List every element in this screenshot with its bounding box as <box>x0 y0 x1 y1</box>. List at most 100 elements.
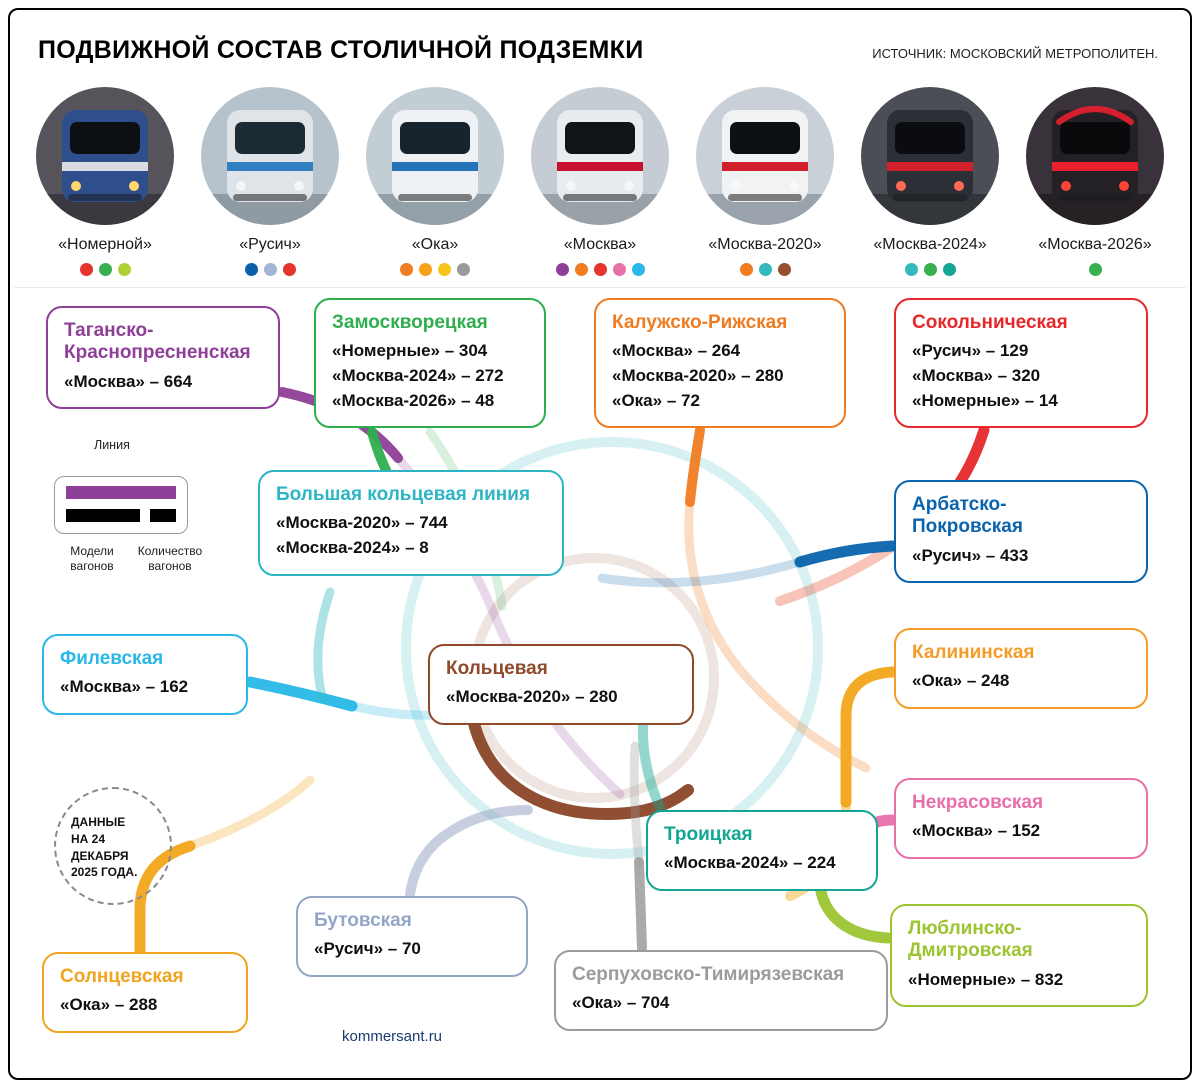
fleet-entry: «Русич» – 433 <box>912 545 1029 565</box>
line-dots <box>855 263 1005 276</box>
line-dots <box>360 263 510 276</box>
line-card-stl: Серпуховско-Тимирязевская «Ока» – 704 <box>554 950 888 1032</box>
fleet-entry: «Ока» – 72 <box>612 390 700 410</box>
line-dot <box>438 263 451 276</box>
line-card-tkl: Таганско- Краснопресненская «Москва» – 66… <box>46 306 280 410</box>
line-card-kol: Кольцевая«Москва-2020» – 280 <box>428 644 694 726</box>
train-label: «Москва-2024» <box>873 236 987 253</box>
train-4: «Москва» <box>525 86 675 276</box>
fleet-entry: «Москва-2026» – 48 <box>332 390 495 410</box>
legend-count-caption: Количество вагонов <box>137 544 203 573</box>
train-1: «Номерной» <box>30 86 180 276</box>
line-name: Серпуховско-Тимирязевская <box>572 964 845 985</box>
fleet-entry: «Номерные» – 14 <box>912 390 1058 410</box>
line-card-tro: Троицкая«Москва-2024» – 224 <box>646 810 878 892</box>
line-dot <box>574 263 588 276</box>
line-dot <box>98 263 112 276</box>
line-dot <box>263 263 277 276</box>
line-dots <box>195 263 345 276</box>
line-card-kal: Калининская «Ока» – 248 <box>894 628 1148 710</box>
line-dots <box>1020 263 1170 276</box>
line-dots <box>690 263 840 276</box>
legend-line-label: Линия <box>94 438 130 452</box>
line-name: Большая кольцевая линия <box>276 484 531 505</box>
fleet-entry: «Москва-2024» – 272 <box>332 366 504 386</box>
train-photo <box>1025 86 1165 226</box>
fleet-entry: «Русич» – 129 <box>912 341 1029 361</box>
line-dot <box>555 263 569 276</box>
site-link: kommersant.ru <box>342 1028 443 1045</box>
line-card-but: Бутовская «Русич» – 70 <box>296 896 528 978</box>
fleet-entry: «Москва-2024» – 224 <box>664 853 836 873</box>
train-row: «Номерной» «Русич» «Ока» «Москва» «Москва-20… <box>30 86 1170 276</box>
train-3: «Ока» <box>360 86 510 276</box>
line-name: Солнцевская <box>60 966 184 987</box>
line-card-apl: Арбатско- Покровская «Русич» – 433 <box>894 480 1148 584</box>
legend-line-bar <box>66 486 176 499</box>
line-name: Кольцевая <box>446 658 548 679</box>
line-dot <box>79 263 93 276</box>
line-dot <box>612 263 626 276</box>
line-dot <box>904 263 918 276</box>
line-card-nek: Некрасовская «Москва» – 152 <box>894 778 1148 860</box>
line-dot <box>1088 263 1102 276</box>
train-photo <box>365 86 505 226</box>
line-dot <box>457 263 470 276</box>
fleet-entry: «Москва-2024» – 8 <box>276 538 429 558</box>
fleet-entry: «Русич» – 70 <box>314 939 421 959</box>
line-dots <box>525 263 675 276</box>
line-name: Калининская <box>912 642 1035 663</box>
line-name: Арбатско- Покровская <box>912 494 1023 538</box>
line-name: Люблинско- Дмитровская <box>908 918 1033 962</box>
line-dots <box>30 263 180 276</box>
line-name: Замоскворецкая <box>332 312 488 333</box>
fleet-entry: «Ока» – 288 <box>60 995 158 1015</box>
line-dot <box>739 263 753 276</box>
line-dot <box>282 263 296 276</box>
line-card-fil: Филевская «Москва» – 162 <box>42 634 248 716</box>
line-dot <box>777 263 791 276</box>
fleet-entry: «Москва» – 162 <box>60 677 189 697</box>
train-label: «Ока» <box>411 236 459 253</box>
line-card-sok: Сокольническая«Русич» – 129«Москва» – 32… <box>894 298 1148 429</box>
train-label: «Русич» <box>239 236 301 253</box>
source-note: ИСТОЧНИК: МОСКОВСКИЙ МЕТРОПОЛИТЕН. <box>872 46 1158 61</box>
line-card-sol: Солнцевская «Ока» – 288 <box>42 952 248 1034</box>
fleet-entry: «Москва-2020» – 744 <box>276 513 448 533</box>
line-dot <box>244 263 258 276</box>
legend-models-caption: Модели вагонов <box>70 544 114 573</box>
train-photo <box>695 86 835 226</box>
fleet-entry: «Номерные» – 832 <box>908 969 1064 989</box>
page-title: ПОДВИЖНОЙ СОСТАВ СТОЛИЧНОЙ ПОДЗЕМКИ <box>38 36 644 64</box>
train-label: «Номерной» <box>58 236 152 253</box>
line-card-zam: Замоскворецкая «Номерные» – 304 «Москва-20… <box>314 298 546 429</box>
line-dot <box>631 263 645 276</box>
note-line-2: НА 24 ДЕКАБРЯ <box>71 831 129 863</box>
fleet-entry: «Ока» – 704 <box>572 993 670 1013</box>
line-dot <box>942 263 956 276</box>
line-dot <box>117 263 131 276</box>
train-6: «Москва-2024» <box>855 86 1005 276</box>
legend-count-bar <box>150 509 176 522</box>
fleet-entry: «Ока» – 248 <box>912 671 1010 691</box>
line-card-krl: Калужско-Рижская «Москва» – 264 «Москва-20… <box>594 298 846 429</box>
train-label: «Москва-2026» <box>1038 236 1152 253</box>
fleet-entry: «Москва» – 664 <box>64 371 193 391</box>
line-name: Некрасовская <box>912 792 1044 813</box>
line-card-lud: Люблинско- Дмитровская «Номерные» – 832 <box>890 904 1148 1008</box>
fleet-entry: «Москва-2020» – 280 <box>612 366 784 386</box>
line-name: Таганско- Краснопресненская <box>64 320 251 364</box>
line-name: Калужско-Рижская <box>612 312 788 333</box>
legend-box <box>54 476 188 534</box>
line-name: Бутовская <box>314 910 412 931</box>
fleet-entry: «Москва» – 152 <box>912 821 1041 841</box>
train-label: «Москва» <box>563 236 637 253</box>
train-7: «Москва-2026» <box>1020 86 1170 276</box>
fleet-entry: «Номерные» – 304 <box>332 341 488 361</box>
note-line-1: ДАННЫЕ <box>71 815 126 829</box>
legend-models-bar <box>66 509 140 522</box>
line-name: Филевская <box>60 648 164 669</box>
fleet-entry: «Москва» – 264 <box>612 341 741 361</box>
